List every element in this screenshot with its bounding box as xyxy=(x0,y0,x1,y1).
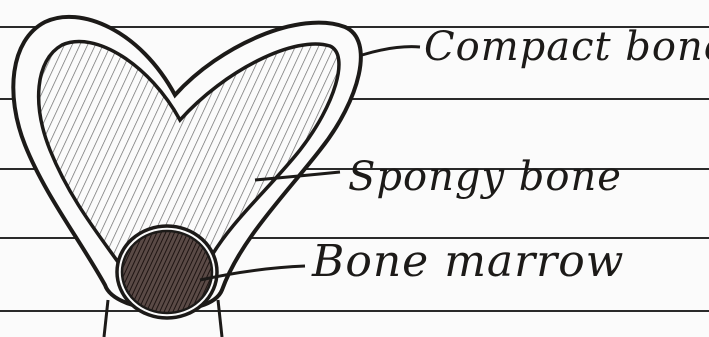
label-spongy-bone: Spongy bone xyxy=(348,154,622,200)
leader-compact-bone xyxy=(362,47,420,55)
label-compact-bone: Compact bone xyxy=(424,24,709,70)
label-bone-marrow: Bone marrow xyxy=(312,236,624,287)
bone-marrow-core xyxy=(122,231,212,313)
